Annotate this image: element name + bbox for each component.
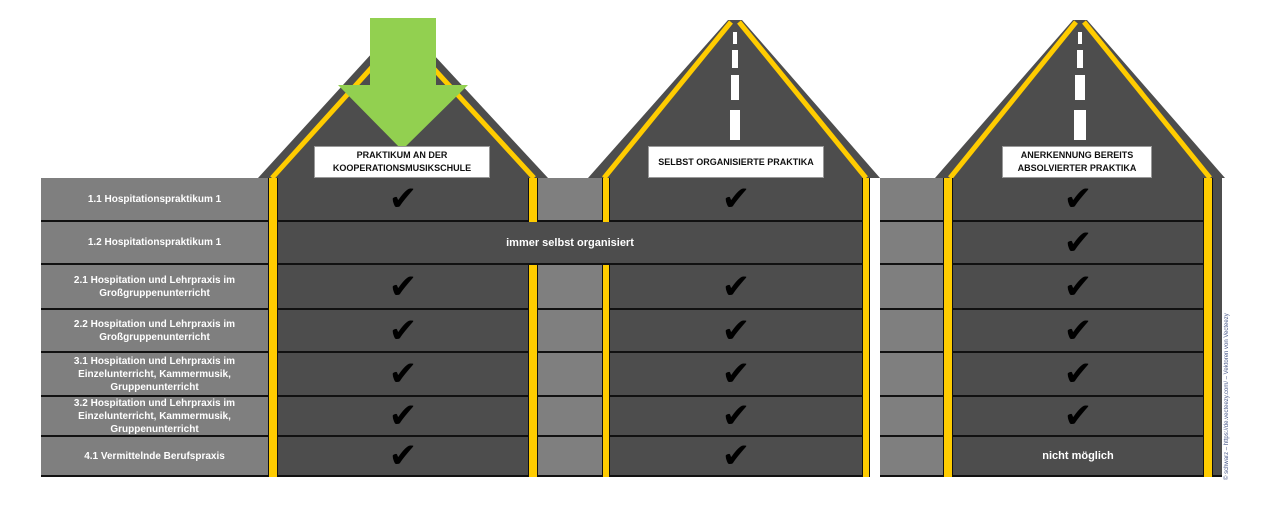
checkmark-icon: ✔ (721, 436, 751, 476)
checkmark-icon: ✔ (1063, 266, 1093, 307)
median-strip (538, 397, 602, 437)
checkmark-icon: ✔ (721, 354, 751, 394)
median-strip (880, 222, 943, 265)
table-cell: ✔ (278, 397, 528, 437)
yellow-road-line (602, 178, 610, 222)
checkmark-icon: ✔ (388, 266, 418, 307)
image-credit: © schwarz – https://de.vecteezy.com/ – V… (1224, 313, 1230, 480)
checkmark-icon: ✔ (388, 436, 418, 476)
checkmark-icon: ✔ (721, 396, 751, 436)
table-cell: ✔ (953, 222, 1203, 265)
table-cell: ✔ (278, 437, 528, 477)
row-label: 2.1 Hospitation und Lehrpraxis im Großgr… (41, 265, 268, 310)
checkmark-icon: ✔ (721, 266, 751, 307)
median-strip (538, 178, 602, 222)
yellow-road-line (528, 178, 538, 222)
table-cell: ✔ (610, 310, 862, 353)
checkmark-icon: ✔ (1063, 396, 1093, 436)
row-label: 3.2 Hospitation und Lehrpraxis im Einzel… (41, 397, 268, 437)
row-label: 2.2 Hospitation und Lehrpraxis im Großgr… (41, 310, 268, 353)
column-header-2: SELBST ORGANISIERTE PRAKTIKA (648, 146, 824, 178)
median-strip (538, 437, 602, 477)
table-cell: ✔ (610, 397, 862, 437)
table-cell: ✔ (610, 437, 862, 477)
checkmark-icon: ✔ (1063, 179, 1093, 219)
yellow-road-line (943, 178, 953, 477)
checkmark-icon: ✔ (721, 179, 751, 219)
road-2-center-dashes (730, 32, 740, 140)
table-cell: ✔ (610, 353, 862, 397)
median-strip (880, 353, 943, 397)
table-cell: ✔ (953, 178, 1203, 222)
row-label: 1.1 Hospitationspraktikum 1 (41, 178, 268, 222)
table-cell: ✔ (610, 178, 862, 222)
column-header-1: PRAKTIKUM AN DER KOOPERATIONSMUSIKSCHULE (314, 146, 490, 178)
yellow-road-line (862, 178, 870, 477)
table-cell: ✔ (953, 353, 1203, 397)
yellow-road-line (268, 178, 278, 477)
road-edge (1213, 178, 1222, 477)
table-cell: ✔ (278, 178, 528, 222)
checkmark-icon: ✔ (1063, 310, 1093, 351)
table-cell: ✔ (278, 310, 528, 353)
median-strip (880, 437, 943, 477)
checkmark-icon: ✔ (388, 179, 418, 219)
table-cell: ✔ (953, 265, 1203, 310)
checkmark-icon: ✔ (388, 354, 418, 394)
table-cell: nicht möglich (953, 437, 1203, 477)
row-label: 3.1 Hospitation und Lehrpraxis im Einzel… (41, 353, 268, 397)
row-label: 4.1 Vermittelnde Berufspraxis (41, 437, 268, 477)
road-2-left-line (602, 20, 733, 180)
checkmark-icon: ✔ (1063, 354, 1093, 394)
checkmark-icon: ✔ (721, 310, 751, 351)
checkmark-icon: ✔ (1063, 222, 1093, 263)
table-cell: ✔ (953, 310, 1203, 353)
median-strip (880, 178, 943, 222)
median-strip (880, 265, 943, 310)
road-3-left-line (948, 20, 1078, 180)
yellow-road-line (528, 265, 538, 477)
table-cell: ✔ (278, 265, 528, 310)
road-3-center-dashes (1074, 32, 1086, 140)
median-strip (538, 310, 602, 353)
median-strip (880, 310, 943, 353)
median-strip (538, 265, 602, 310)
highlight-arrow (338, 18, 468, 150)
checkmark-icon: ✔ (388, 310, 418, 351)
checkmark-icon: ✔ (388, 396, 418, 436)
yellow-road-line (1203, 178, 1213, 477)
column-header-3: ANERKENNUNG BEREITS ABSOLVIERTER PRAKTIK… (1002, 146, 1152, 178)
median-strip (538, 353, 602, 397)
table-cell: ✔ (610, 265, 862, 310)
span-cell: immer selbst organisiert (278, 222, 862, 265)
median-strip (880, 397, 943, 437)
cell-text: nicht möglich (1042, 450, 1114, 462)
table-cell: ✔ (278, 353, 528, 397)
road-3-right-line (1082, 20, 1212, 180)
yellow-road-line (602, 265, 610, 477)
row-label: 1.2 Hospitationspraktikum 1 (41, 222, 268, 265)
table-cell: ✔ (953, 397, 1203, 437)
road-2-right-line (737, 20, 868, 180)
